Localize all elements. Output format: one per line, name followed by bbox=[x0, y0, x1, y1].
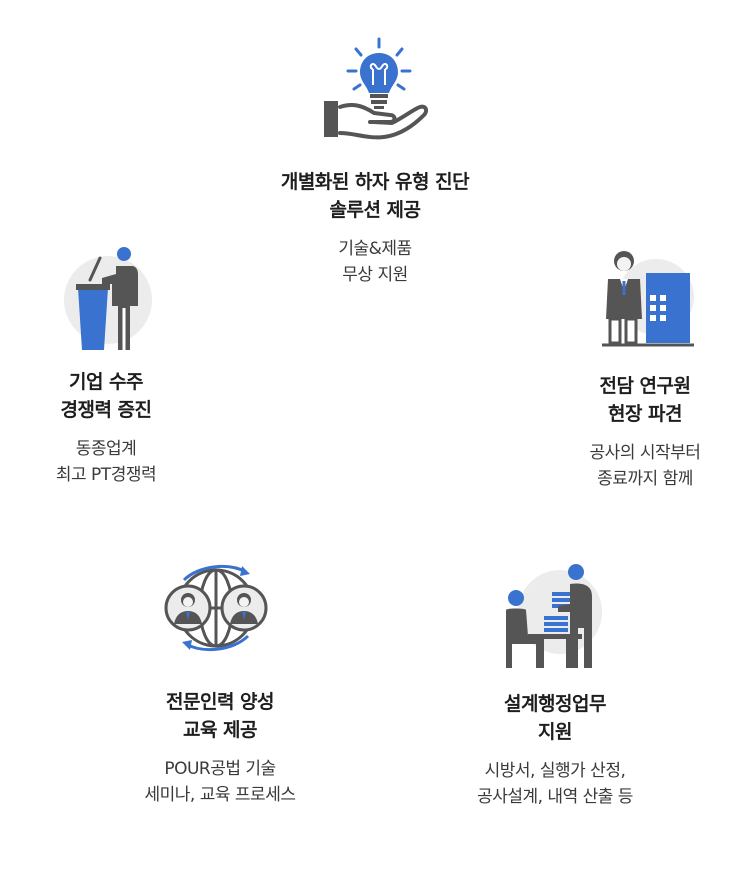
global-training-icon bbox=[164, 565, 268, 651]
service-item-researcher: 전담 연구원 현장 파견 공사의 시작부터 종료까지 함께 bbox=[540, 372, 750, 492]
service-title: 기업 수주 경쟁력 증진 bbox=[60, 371, 152, 421]
service-desc: 동종업계 최고 PT경쟁력 bbox=[55, 439, 157, 485]
service-desc: 시방서, 실행가 산정, 공사설계, 내역 산출 등 bbox=[477, 761, 633, 807]
lightbulb-hand-icon bbox=[324, 37, 429, 140]
service-title: 설계행정업무 지원 bbox=[504, 693, 606, 743]
service-item-diagnosis: 개별화된 하자 유형 진단 솔루션 제공 기술&제품 무상 지원 bbox=[200, 168, 550, 288]
service-desc: 공사의 시작부터 종료까지 함께 bbox=[589, 443, 701, 489]
service-item-competitiveness: 기업 수주 경쟁력 증진 동종업계 최고 PT경쟁력 bbox=[0, 368, 212, 488]
service-title: 개별화된 하자 유형 진단 솔루션 제공 bbox=[280, 171, 470, 221]
service-desc: POUR공법 기술 세미나, 교육 프로세스 bbox=[144, 759, 296, 805]
presenter-podium-icon bbox=[64, 247, 152, 350]
service-item-design-support: 설계행정업무 지원 시방서, 실행가 산정, 공사설계, 내역 산출 등 bbox=[400, 690, 710, 810]
researcher-building-icon bbox=[602, 251, 694, 347]
service-title: 전문인력 양성 교육 제공 bbox=[166, 691, 275, 741]
service-item-education: 전문인력 양성 교육 제공 POUR공법 기술 세미나, 교육 프로세스 bbox=[60, 688, 380, 808]
service-title: 전담 연구원 현장 파견 bbox=[599, 375, 691, 425]
consulting-desk-icon bbox=[506, 564, 602, 668]
service-desc: 기술&제품 무상 지원 bbox=[338, 239, 412, 285]
